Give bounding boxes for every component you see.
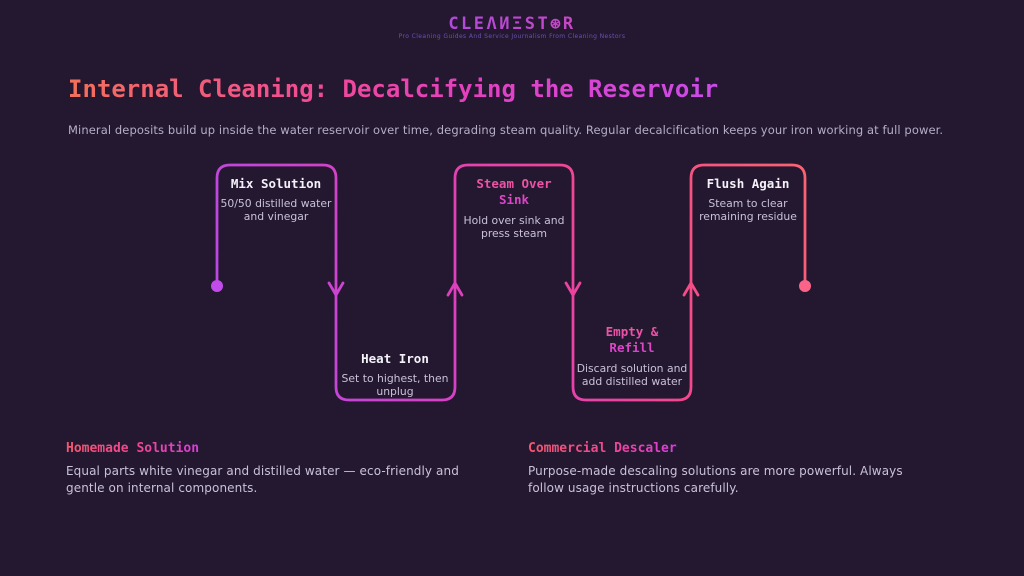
timeline-step-steam-over-sink: Steam Over Sink Hold over sink and press… [449,176,579,240]
step-title: Heat Iron [361,351,429,366]
timeline-step-heat-iron: Heat Iron Set to highest, then unplug [330,351,460,399]
timeline-step-mix-solution: Mix Solution 50/50 distilled water and v… [211,176,341,224]
section-commercial-descaler: Commercial Descaler Purpose-made descali… [528,437,932,498]
step-description: Steam to clear remaining residue [699,197,797,224]
arrow-down-icon [327,281,345,297]
arrow-down-icon [564,281,582,297]
arrow-up-icon [682,281,700,297]
brand-tagline: Pro Cleaning Guides And Service Journali… [398,33,626,40]
step-title: Steam Over Sink [462,176,566,209]
section-homemade-solution: Homemade Solution Equal parts white vine… [66,437,470,498]
page-subtitle: Mineral deposits build up inside the wat… [68,123,944,137]
step-title: Empty & Refill [580,324,684,357]
timeline-step-flush-again: Flush Again Steam to clear remaining res… [683,176,813,224]
brand-logo: CLEΛИΞST⊛R [0,14,1024,34]
arrow-up-icon [446,281,464,297]
step-description: Discard solution and add distilled water [576,361,688,388]
end-dot-icon [799,280,811,292]
step-title: Mix Solution [230,176,322,191]
step-description: Set to highest, then unplug [341,372,449,399]
step-description: 50/50 distilled water and vinegar [220,197,332,224]
page-title: Internal Cleaning: Decalcifying the Rese… [68,75,719,103]
section-heading: Commercial Descaler [528,441,677,456]
step-title: Flush Again [706,176,790,191]
section-body: Purpose-made descaling solutions are mor… [528,464,903,496]
timeline-step-empty-refill: Empty & Refill Discard solution and add … [567,324,697,388]
start-dot-icon [211,280,223,292]
snake-line [215,163,807,402]
section-body: Equal parts white vinegar and distilled … [66,464,459,496]
section-heading: Homemade Solution [66,441,200,456]
step-description: Hold over sink and press steam [463,213,565,240]
